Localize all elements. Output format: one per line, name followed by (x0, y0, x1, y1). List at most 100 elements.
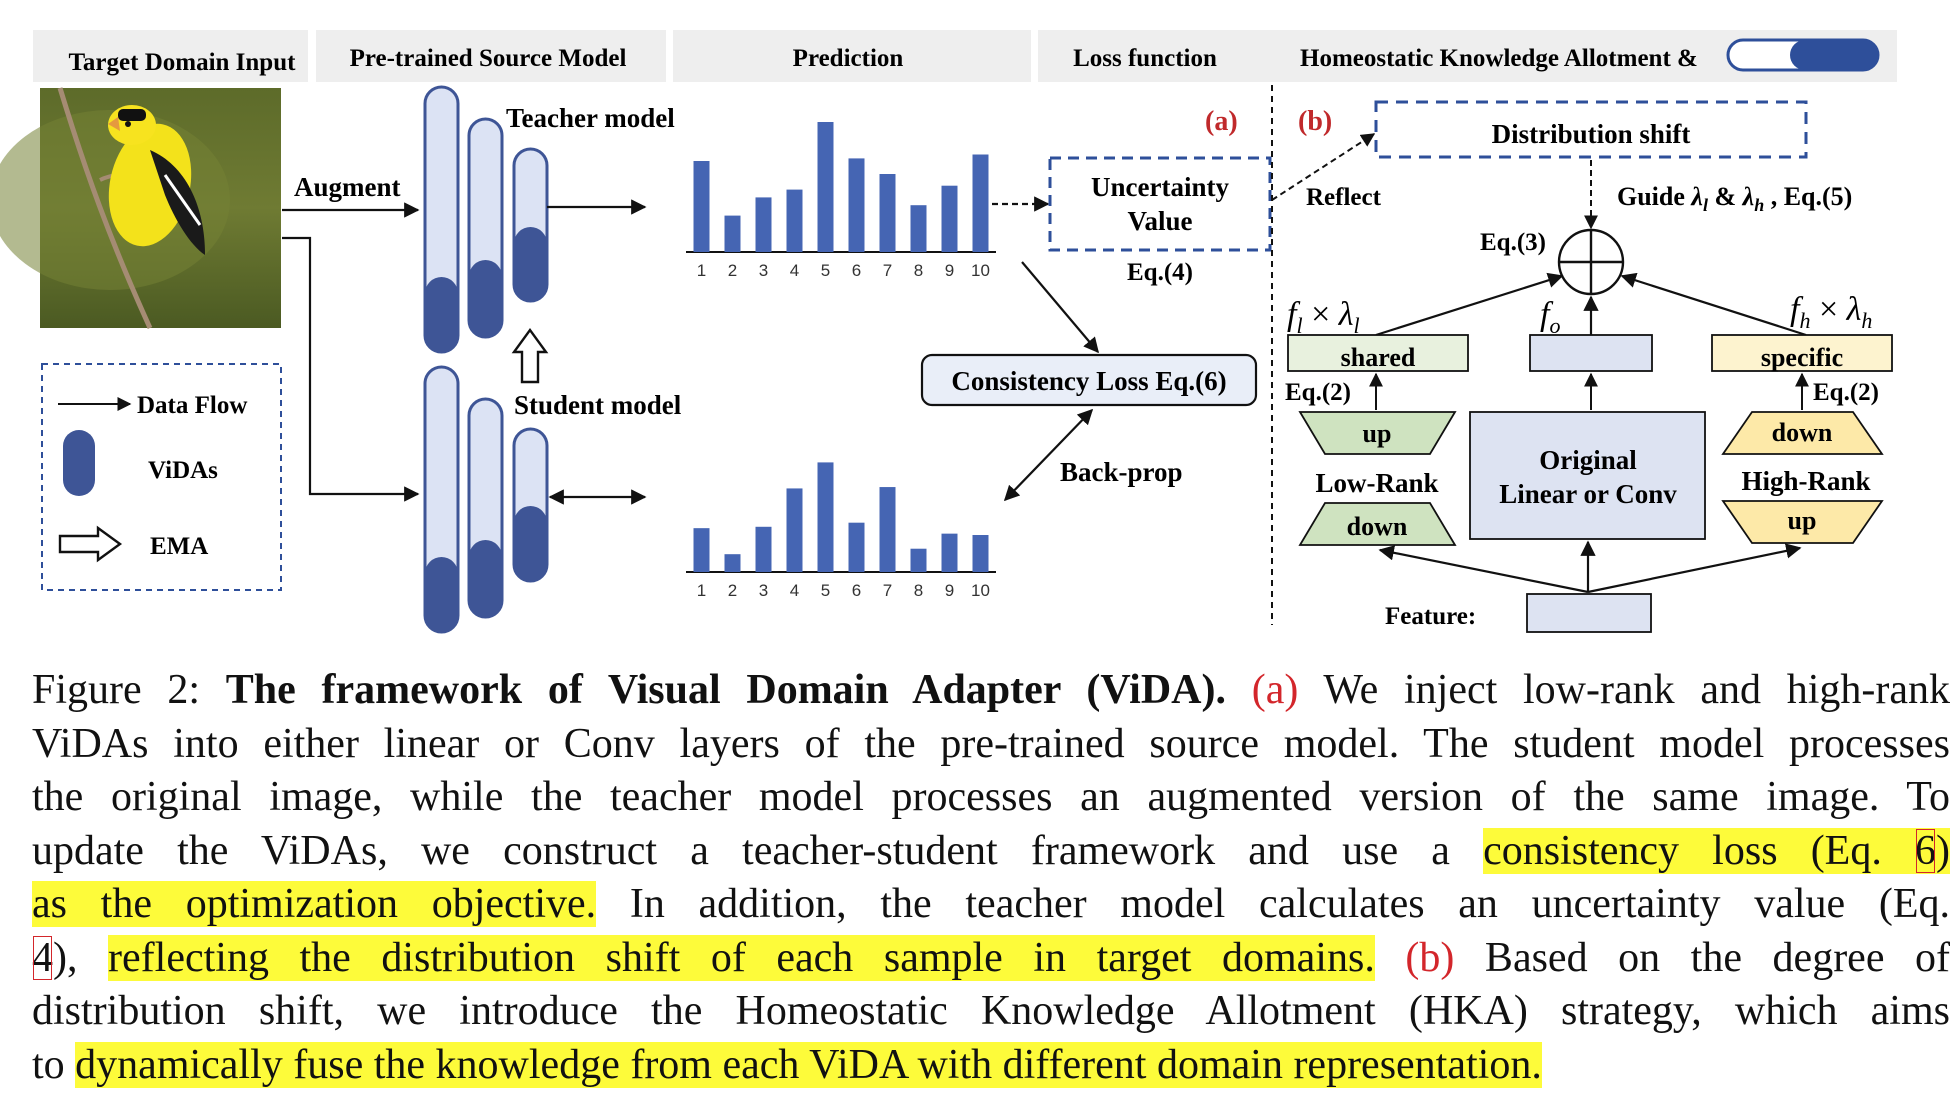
consistency-loss-box (920, 353, 1258, 407)
chart-bar (941, 185, 958, 252)
chart-tick-label: 8 (914, 581, 923, 600)
student-model-label: Student model (514, 390, 682, 420)
reflect-arrow (1271, 133, 1376, 201)
guide-label: Guide λl & λh , Eq.(5) (1617, 182, 1852, 215)
chart-tick-label: 6 (852, 581, 861, 600)
chart-bar (910, 548, 927, 572)
f-o-label: fo (1540, 296, 1560, 338)
teacher-vida-2 (469, 260, 502, 337)
eq-ref-4[interactable]: 4 (32, 934, 53, 981)
legend-ema: EMA (150, 533, 208, 560)
chart-bar (693, 528, 710, 572)
back-prop-arrow (1003, 408, 1094, 502)
header-target-domain-input: Target Domain Input (69, 49, 297, 76)
original-label-1: Original (1539, 445, 1637, 475)
uncertainty-label-2: Value (1127, 206, 1192, 236)
chart-tick-label: 7 (883, 261, 892, 280)
chart-bar (724, 554, 741, 572)
chart-tick-label: 5 (821, 581, 830, 600)
uncertainty-label-1: Uncertainty (1091, 172, 1229, 202)
original-label-2: Linear or Conv (1499, 479, 1677, 509)
caption-line-6: 4), reflecting the distribution shift of… (32, 934, 1950, 981)
chart-bar (755, 526, 772, 572)
distribution-shift-box (1374, 100, 1808, 159)
header-row: Target Domain Input Pre-trained Source M… (33, 30, 1897, 82)
toggle-icon (1726, 38, 1880, 72)
branch-arrows (1375, 272, 1807, 337)
low-rank-up-block (1298, 411, 1457, 455)
chart-tick-label: 9 (945, 261, 954, 280)
header-loss-function: Loss function (1073, 45, 1217, 72)
chart-tick-label: 10 (971, 261, 990, 280)
highlight-consistency-loss: consistency loss (Eq. 6) (1483, 827, 1951, 874)
student-vida-1 (425, 557, 458, 632)
chart-bar (817, 122, 834, 252)
caption-ref-a: (a) (1251, 667, 1299, 713)
shared-label: shared (1341, 343, 1416, 372)
eq2-right-label: Eq.(2) (1813, 379, 1879, 406)
low-rank-down-block (1298, 502, 1457, 546)
chart-tick-label: 8 (914, 261, 923, 280)
chart-tick-label: 4 (790, 261, 799, 280)
f-l-times-lambda-l: fl × λl (1287, 296, 1360, 338)
augment-label: Augment (294, 172, 401, 202)
chart-tick-label: 9 (945, 581, 954, 600)
caption-line-5: as the optimization objective. In additi… (32, 878, 1950, 932)
caption-line-5-text: In addition, the teacher model calculate… (596, 881, 1951, 927)
chart-tick-label: 1 (697, 261, 706, 280)
eq2-left-label: Eq.(2) (1285, 379, 1351, 406)
chart-bar (786, 488, 803, 572)
low-rank-down-label: down (1347, 512, 1408, 541)
shared-box (1287, 334, 1469, 372)
teacher-vida-1 (425, 277, 458, 352)
chart-bar (910, 205, 927, 252)
f-h-times-lambda-h: fh × λh (1790, 291, 1872, 333)
legend-data-flow: Data Flow (137, 392, 247, 419)
chart-tick-label: 2 (728, 261, 737, 280)
chart-bar (848, 158, 865, 252)
chart-tick-label: 5 (821, 261, 830, 280)
legend-vidas: ViDAs (148, 457, 218, 484)
student-vida-2 (469, 540, 502, 617)
fo-box (1529, 334, 1653, 372)
chart-tick-label: 1 (697, 581, 706, 600)
header-prediction: Prediction (793, 45, 904, 72)
legend-vida-icon (63, 430, 95, 496)
chart-bar (755, 197, 772, 252)
header-hka: Homeostatic Knowledge Allotment & (1300, 45, 1698, 72)
eq4-label: Eq.(4) (1127, 259, 1193, 286)
sum-node-icon (1557, 228, 1625, 296)
original-linear-conv-box (1469, 411, 1706, 540)
distribution-shift-label: Distribution shift (1492, 119, 1691, 149)
caption-line-7: distribution shift, we introduce the Hom… (32, 988, 1950, 1034)
specific-label: specific (1761, 343, 1843, 372)
chart-bar (972, 154, 989, 252)
chart-bar (693, 161, 710, 252)
caption-line-3: the original image, while the teacher mo… (32, 774, 1950, 820)
teacher-model-label: Teacher model (506, 103, 675, 133)
chart-tick-label: 6 (852, 261, 861, 280)
caption-line-8: to dynamically fuse the knowledge from e… (32, 1041, 1542, 1088)
bird-image (0, 87, 281, 330)
caption-figure-number: Figure 2: (32, 667, 226, 713)
figure-caption: Figure 2: The framework of Visual Domain… (32, 664, 1951, 1092)
chart-tick-label: 10 (971, 581, 990, 600)
chart-bar (724, 215, 741, 252)
caption-line-4-text: update the ViDAs, we construct a teacher… (32, 827, 1484, 874)
chart-bar (879, 487, 896, 572)
caption-line-6-text: Based on the degree of (1454, 934, 1950, 981)
feature-label: Feature: (1385, 603, 1476, 630)
eq-ref-6[interactable]: 6 (1915, 827, 1937, 874)
consistency-loss-label: Consistency Loss Eq.(6) (951, 366, 1226, 396)
panel-a-label: (a) (1205, 106, 1238, 137)
student-vida-3 (514, 506, 547, 581)
uncertainty-box (1048, 156, 1272, 252)
chart-tick-label: 7 (883, 581, 892, 600)
chart-tick-label: 4 (790, 581, 799, 600)
low-rank-up-label: up (1363, 419, 1392, 448)
highlight-reflecting-shift: reflecting the distribution shift of eac… (108, 934, 1375, 981)
back-prop-label: Back-prop (1060, 457, 1183, 487)
chart-bar (848, 522, 865, 572)
chart-bar (786, 189, 803, 252)
